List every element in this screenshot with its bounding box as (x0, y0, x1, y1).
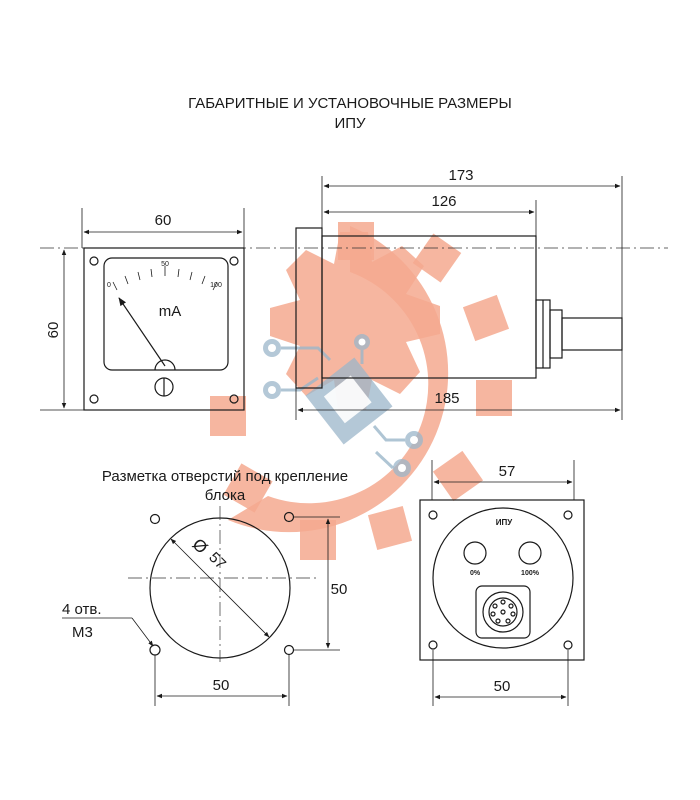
rear-panel (419, 499, 585, 661)
scale-label-100: 100 (210, 282, 222, 289)
diameter-value: 57 (205, 549, 229, 573)
meter-needle (118, 297, 166, 367)
diameter-symbol: Ø (188, 535, 211, 558)
side-view: 173 126 185 (295, 167, 623, 420)
rear-connector-flange (475, 585, 531, 639)
connector-pins (490, 599, 516, 624)
unit-label: mA (159, 303, 182, 320)
dim-rear-top: 57 (499, 463, 516, 480)
rear-connector (482, 591, 524, 633)
scale-label-50: 50 (161, 261, 169, 268)
dim-front-height: 60 (45, 322, 62, 339)
mount-hole (149, 513, 161, 525)
mount-screw (229, 256, 239, 266)
dim-rear-bottom: 50 (494, 678, 511, 695)
mount-screw (229, 394, 239, 404)
dim-126: 126 (431, 193, 456, 210)
rear-mount-hole (563, 510, 573, 520)
scale-label-0: 0 (107, 282, 111, 289)
side-cable-plug (561, 317, 623, 351)
dim-173: 173 (448, 167, 473, 184)
mount-screw (89, 256, 99, 266)
holes-caption-line1: Разметка отверстий под крепление (102, 468, 348, 485)
dim-holes-vertical: 50 (331, 581, 348, 598)
full-scale-trim-knob (518, 541, 542, 565)
zero-trim-knob (463, 541, 487, 565)
mount-hole (283, 644, 295, 656)
scale-ticks (112, 266, 218, 291)
rear-mount-hole (563, 640, 573, 650)
meter-body (83, 247, 245, 411)
rear-label: ИПУ (496, 518, 514, 527)
watermark-logo (210, 222, 512, 560)
needle-pivot (154, 359, 176, 371)
zero-trim-label: 0% (470, 570, 481, 577)
watermark-gear (210, 222, 512, 560)
front-view: 60 60 0 50 100 mA (40, 208, 245, 411)
drawing-title-line1: ГАБАРИТНЫЕ И УСТАНОВОЧНЫЕ РАЗМЕРЫ (188, 95, 512, 112)
mount-hole (149, 644, 161, 656)
side-connector-ring (549, 309, 563, 359)
rear-mount-hole (428, 640, 438, 650)
holes-label-line1: 4 отв. (62, 601, 102, 618)
diameter-line (170, 538, 270, 638)
holes-layout: Разметка отверстий под крепление блока Ø… (62, 468, 348, 706)
rear-cutout-circle (432, 507, 574, 649)
holes-caption-line2: блока (205, 487, 246, 504)
meter-window (103, 257, 229, 371)
mount-screw (89, 394, 99, 404)
rear-view: 57 ИПУ 0% 100% 50 (419, 460, 585, 706)
dim-holes-horizontal: 50 (213, 677, 230, 694)
dim-front-width: 60 (155, 212, 172, 229)
full-scale-trim-label: 100% (521, 570, 540, 577)
holes-label-line2: М3 (72, 624, 93, 641)
mount-hole (283, 511, 295, 523)
rear-mount-hole (428, 510, 438, 520)
dim-185: 185 (434, 390, 459, 407)
drawing-title-line2: ИПУ (334, 115, 366, 132)
